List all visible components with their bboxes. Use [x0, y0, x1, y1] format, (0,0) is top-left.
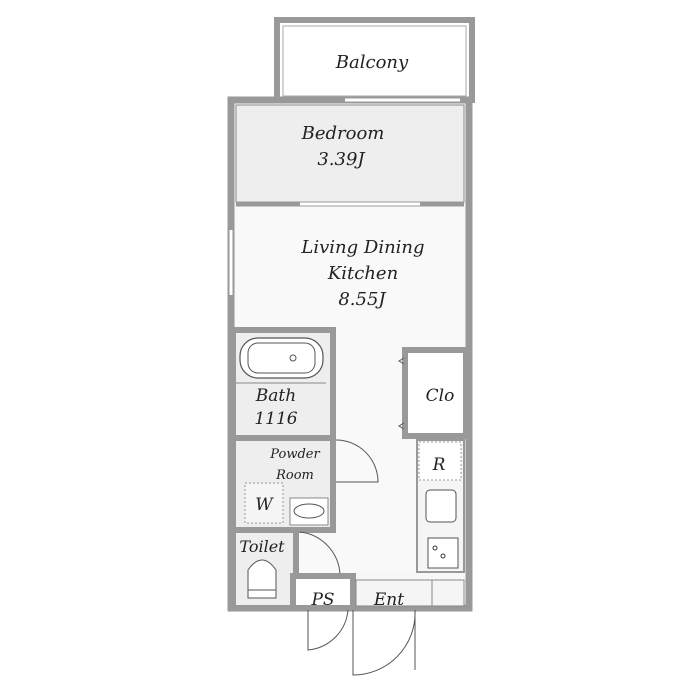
powder-room-label-line1: Powder: [269, 447, 320, 462]
ldk-size: 8.55J: [338, 289, 387, 310]
closet-label: Clo: [426, 386, 455, 406]
toilet: [230, 527, 341, 611]
toilet-label: Toilet: [239, 537, 285, 556]
bedroom-label: Bedroom: [301, 123, 385, 144]
balcony-label: Balcony: [335, 52, 409, 73]
ps-label: PS: [310, 590, 334, 610]
pipe-space: [290, 573, 356, 611]
bath-label: Bath: [255, 386, 296, 406]
refrigerator-label: R: [432, 455, 446, 475]
bath: [230, 327, 336, 441]
ldk-label-line2: Kitchen: [327, 263, 398, 284]
powder-room: [230, 435, 379, 533]
washer-label: W: [255, 495, 274, 515]
ldk-label-line1: Living Dining: [300, 237, 424, 258]
bedroom-size: 3.39J: [317, 149, 366, 170]
powder-room-label-line2: Room: [275, 468, 314, 483]
kitchen-counter: [416, 439, 465, 573]
balcony: [274, 17, 475, 103]
bedroom: [235, 104, 465, 203]
closet: [398, 347, 469, 439]
entrance: [307, 579, 465, 676]
entrance-label: Ent: [373, 590, 404, 610]
bath-size: 1116: [254, 409, 297, 429]
